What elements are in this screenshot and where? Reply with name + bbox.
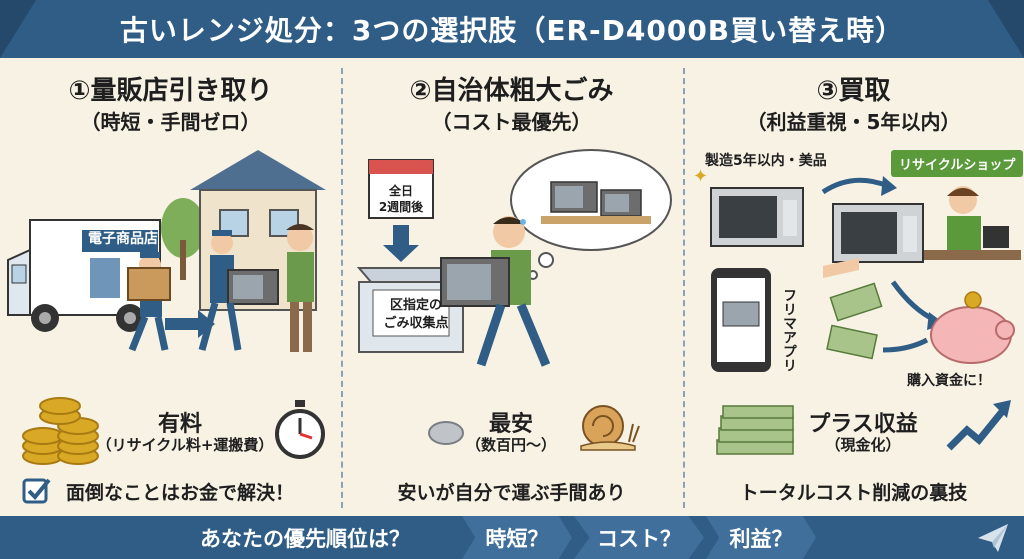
choice-time: 時短？ [462,516,572,559]
priority-question: あなたの優先順位は？ [200,526,410,551]
option-panel-buyback: ③買取 （利益重視・5年以内） 製造5年以内・美品 リサイクルショップ ✦ ✦ [683,58,1024,516]
flea-market-label: フリマアプリ [781,288,797,372]
page-title: 古いレンジ処分：3つの選択肢（ER-D4000B買い替え時） [119,14,905,47]
header-corner-right [988,0,1024,58]
column-divider-1 [341,68,343,508]
option-subtitle: （コスト最優先） [431,110,592,134]
cost-sub-label: （現金化） [825,436,901,454]
resident-icon [287,225,313,251]
snail-icon [580,405,640,451]
checkbox-icon [22,478,51,504]
header-corner-left [0,0,36,58]
option-subtitle: （時短・手間ゼロ） [80,110,261,134]
fund-label: 購入資金に！ [907,373,991,389]
store-pickup-illustration [7,150,326,352]
choice-cost: コスト？ [574,516,704,559]
condition-label: 製造5年以内・美品 [705,153,827,169]
banknote-icon [826,282,883,360]
shop-label: リサイクルショップ [891,150,1024,177]
option-note: 安いが自分で運ぶ手間あり [397,482,626,504]
buyback-illustration: ✦ ✦ [693,166,1021,372]
option-subtitle: （利益重視・5年以内） [746,110,961,134]
choice-profit: 利益？ [706,516,816,559]
collection-label-1: 区指定の [389,298,442,313]
tree-icon [161,198,205,258]
cost-sub-label: （リサイクル料+運搬費） [96,436,274,454]
stopwatch-icon [275,400,325,459]
option-title: ③買取 [816,76,891,106]
coin-icon [428,421,464,445]
arrow-icon [165,310,215,338]
option-panel-store-pickup: ①量販店引き取り （時短・手間ゼロ） [0,58,341,516]
cash-stack-icon [716,405,794,455]
option-note: 面倒なことはお金で解決！ [65,482,294,504]
collection-label-2: ごみ収集点 [383,316,449,331]
calendar-label-1: 全日 [388,184,413,198]
box-icon [127,267,171,301]
sparkle-icon: ✦ [693,166,708,187]
option-title: ①量販店引き取り [68,76,273,106]
footer-banner: あなたの優先順位は？ 時短？ コスト？ 利益？ [0,516,1024,559]
option-title: ②自治体粗大ごみ [409,76,614,106]
truck-label: 電子商品店 [88,231,158,247]
header-banner: 古いレンジ処分：3つの選択肢（ER-D4000B買い替え時） [0,0,1024,58]
down-arrow-icon [383,225,419,262]
paper-plane-icon [978,524,1008,552]
trend-up-icon [946,400,1011,451]
cost-main-label: プラス収益 [808,412,918,437]
cost-sub-label: （数百円～） [465,436,556,454]
option-note: トータルコスト削減の裏技 [739,482,968,504]
calendar-label-2: 2週間後 [378,200,424,214]
municipal-illustration [356,149,672,367]
coins-icon [22,397,99,465]
house-icon [190,150,326,190]
cost-main-label: 最安 [488,412,533,437]
option-panel-municipal-bulky: ②自治体粗大ごみ （コスト最優先） 全日 2週間後 区指定の ごみ収集点 [341,58,682,516]
column-divider-2 [683,68,685,508]
arrow-icon [821,177,889,195]
cost-main-label: 有料 [157,412,202,437]
